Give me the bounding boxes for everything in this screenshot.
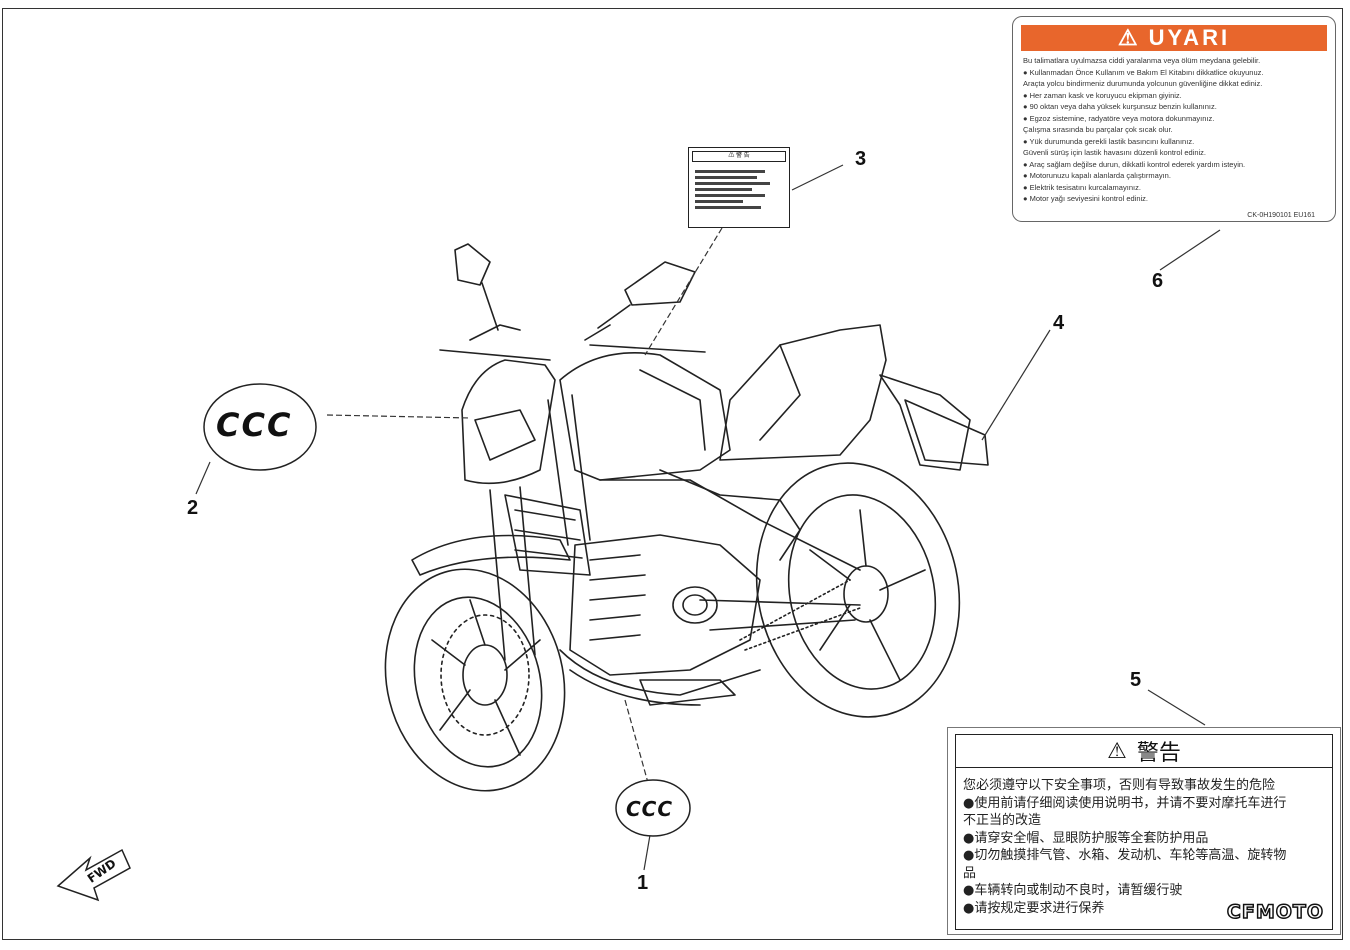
ccc-label-large [203,383,317,471]
uyari-line: Bu talimatlara uyulmazsa ciddi yaralanma… [1023,56,1261,65]
uyari-text: Bu talimatlara uyulmazsa ciddi yaralanma… [1023,55,1329,205]
cn-warning-line: ●使用前请仔细阅读使用说明书，并请不要对摩托车进行 [963,795,1287,811]
small-label-header: ⚠ 警 告 [692,151,786,162]
ccc-mark-large: CCC [216,406,293,444]
warning-label-chinese: ⚠ 警告 您必须遵守以下安全事项，否则有导致事故发生的危险 ●使用前请仔细阅读使… [947,727,1341,935]
drawing-frame [2,8,1343,940]
small-label-text-lines [689,165,789,214]
ccc-mark-small: CCC [626,797,674,821]
warning-label-small: ⚠ 警 告 [688,147,790,228]
uyari-line: ● Yük durumunda gerekli lastik basıncını… [1023,136,1195,146]
uyari-line: Çalışma sırasında bu parçalar çok sıcak … [1023,125,1173,134]
cn-warning-line: 不正当的改造 [963,813,1042,828]
uyari-line: ● Her zaman kask ve koruyucu ekipman giy… [1023,90,1182,100]
uyari-line: Araçta yolcu bindirmeniz durumunda yolcu… [1023,79,1263,88]
ccc-label-small [615,779,691,837]
cn-warning-line: ●请穿安全帽、显眼防护服等全套防护用品 [963,830,1209,846]
warning-triangle-icon: ⚠ [1117,25,1141,50]
cn-warning-text: 您必须遵守以下安全事项，否则有导致事故发生的危险 ●使用前请仔细阅读使用说明书，… [963,777,1331,917]
rear-wheel [755,462,961,718]
cn-warning-title: 警告 [1136,741,1181,766]
uyari-line: ● Motorunuzu kapalı alanlarda çalıştırma… [1023,171,1171,180]
cfmoto-logo: CFMOTO [1226,900,1324,924]
cn-warning-line: 您必须遵守以下安全事项，否则有导致事故发生的危险 [963,778,1276,793]
uyari-part-code: CK-0H190101 EU161 [1247,212,1315,219]
warning-label-chinese-inner: ⚠ 警告 您必须遵守以下安全事项，否则有导致事故发生的危险 ●使用前请仔细阅读使… [955,734,1333,930]
callout-1: 1 [637,872,649,894]
fwd-arrow [56,848,131,902]
uyari-line: ● Kullanmadan Önce Kullanım ve Bakım El … [1023,67,1264,77]
callout-2: 2 [187,497,199,519]
uyari-line: ● Araç sağlam değilse durun, dikkatli ko… [1023,159,1246,169]
uyari-line: ● 90 oktan veya daha yüksek kurşunsuz be… [1023,102,1217,111]
uyari-title: UYARI [1148,25,1231,50]
cn-warning-line: ●车辆转向或制动不良时，请暂缓行驶 [963,883,1183,898]
callout-4: 4 [1053,312,1065,334]
callout-5: 5 [1130,669,1142,691]
callout-6: 6 [1152,270,1164,292]
cn-warning-line: ●切勿触摸排气管、水箱、发动机、车轮等高温、旋转物 [963,848,1287,863]
warning-label-turkish: ⚠ UYARI Bu talimatlara uyulmazsa ciddi y… [1012,16,1336,222]
uyari-header: ⚠ UYARI [1021,25,1327,51]
uyari-line: ● Motor yağı seviyesini kontrol ediniz. [1023,194,1148,203]
callout-3: 3 [855,148,867,170]
uyari-line: ● Elektrik tesisatını kurcalamayınız. [1023,182,1141,192]
cn-warning-line: ●请按规定要求进行保养 [963,900,1105,916]
warning-triangle-icon: ⚠ [1107,738,1127,764]
uyari-line: ● Egzoz sistemine, radyatöre veya motora… [1023,113,1215,123]
cn-warning-header: ⚠ 警告 [956,735,1332,768]
uyari-line: Güvenli sürüş için lastik havasını düzen… [1023,148,1207,157]
front-wheel [384,568,566,792]
cn-warning-line: 品 [963,865,977,881]
